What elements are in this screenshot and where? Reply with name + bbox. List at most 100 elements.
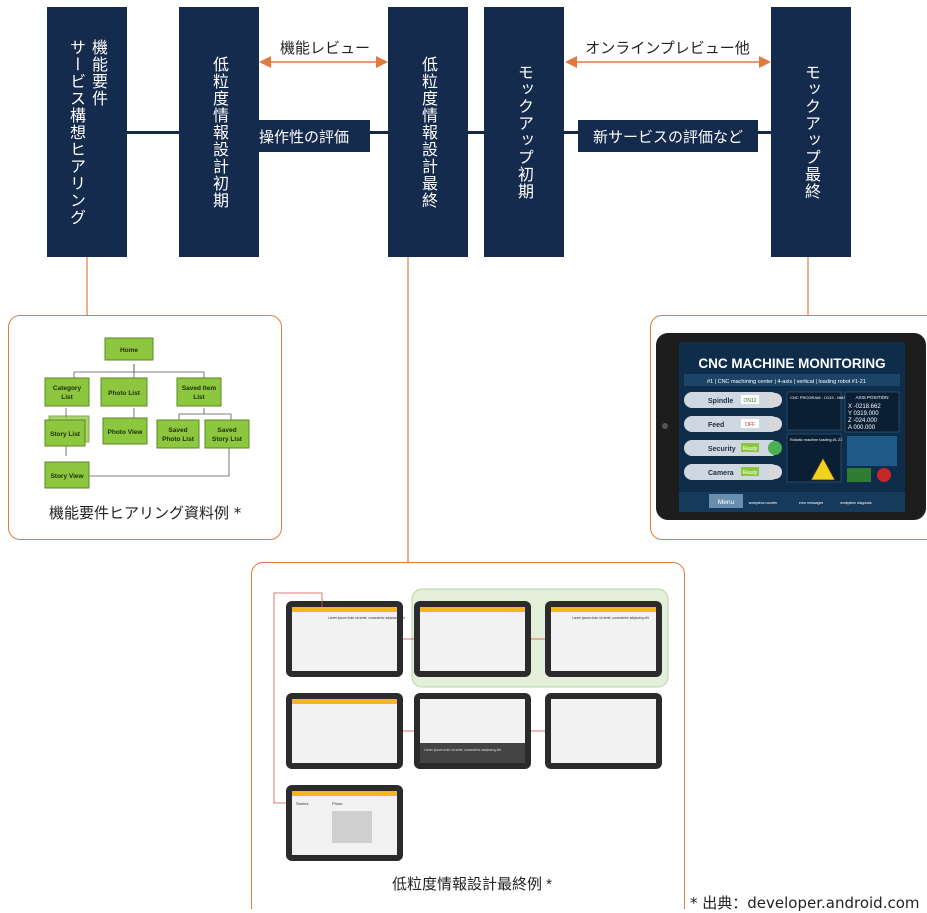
camera-label: Camera [708,470,734,477]
tablet-home-button [662,423,668,429]
spindle-knob[interactable] [768,393,782,407]
wf-photo-label: Photo [332,801,343,806]
phase-lowfi-final: 低粒度情報設計最終 [388,7,468,257]
menu-button[interactable] [709,494,743,508]
wf-tablet-table [414,601,531,677]
axis-a: A 000.000 [848,425,876,431]
message-title: Robotic machine loading #1-21 [790,438,842,442]
wf-tablet-blank [545,693,662,769]
warning-icon [810,457,836,481]
node-saved-photo-label-1: Saved [168,427,187,434]
axis-panel [844,391,900,433]
feed-badge [741,419,759,428]
cnc-tablet: CNC MACHINE MONITORING #1 | CNC machinin… [656,333,926,520]
eval-usability: 操作性の評価 [238,120,370,152]
wf-tablet-list: Lorem ipsum dolor sit amet, consectetur … [286,601,405,677]
wf-flow-lines [273,592,545,804]
node-story-view [44,461,90,489]
node-saved-item-list [176,377,222,407]
camera-preview [847,436,897,466]
program-title: CNC PROGRAM : O143 - NM170 [790,395,851,400]
feed-control[interactable] [684,416,779,432]
flowchart-caption: 機能要件ヒアリング資料例 * [49,504,242,522]
node-story-list-label: Story List [50,431,81,438]
phase-requirements: 機能要件 サービス構想ヒアリング [47,7,127,257]
node-photo-view-label: Photo View [108,429,144,436]
review-label: 機能レビュー [279,39,370,57]
security-badge-text: Ready [743,446,758,452]
node-saved-photo-label-2: Photo List [162,436,195,443]
axis-z: Z -024.000 [848,418,878,424]
node-category-label-1: Category [53,385,82,392]
phase-mockup-final-label: モックアップ最終 [802,64,821,200]
node-home-label: Home [120,347,138,354]
camera-knob[interactable] [768,465,782,479]
mockup-panel: CNC MACHINE MONITORING #1 | CNC machinin… [650,315,927,540]
wf-tablet-photo: Lorem ipsum dolor sit amet, consectetur … [414,693,531,769]
menu-label: Menu [718,499,735,506]
wf-lorem-3: Lorem ipsum dolor sit amet, consectetur … [424,748,501,752]
flowchart: Home Category List Photo List Saved Item… [44,337,250,489]
phase-mockup-initial-label: モックアップ初期 [515,64,534,200]
wf-tablet-photos-stories: Stories Photo [286,785,403,861]
node-saved-story-label-2: Story List [212,436,243,443]
wireframe-panel: Lorem ipsum dolor sit amet, consectetur … [251,562,685,909]
security-badge [741,443,759,452]
preview-label: オンラインプレビュー他 [585,39,750,57]
feed-label: Feed [708,422,724,429]
node-saved-item-label-2: List [193,394,205,401]
node-photo-list-label: Photo List [108,390,141,397]
cnc-subtitle: #1 | CNC machining center | 4-axis | ver… [707,379,866,385]
security-knob[interactable] [768,441,782,455]
camera-badge-text: Ready [743,470,758,476]
security-label: Security [708,446,736,453]
wireframes: Lorem ipsum dolor sit amet, consectetur … [273,588,669,893]
wf-tablet-detail: Lorem ipsum dolor sit amet, consectetur … [545,601,662,677]
phase-lowfi-final-label: 低粒度情報設計最終 [419,55,438,209]
status-tile-red [877,468,891,482]
flowchart-panel: Home Category List Photo List Saved Item… [8,315,282,540]
phase-requirements-label: 機能要件 サービス構想ヒアリング [67,38,108,226]
spindle-label: Spindle [708,398,733,405]
node-saved-item-label-1: Saved Item [182,385,217,392]
axis-y: Y 0319.000 [848,411,879,417]
axis-title: AXIS POSITION [855,395,888,400]
eval-new-service: 新サービスの評価など [578,120,758,152]
wf-lorem-1: Lorem ipsum dolor sit amet, consectetur … [328,616,405,620]
camera-badge [741,467,759,476]
node-saved-photo-list [156,419,200,449]
node-home [104,337,154,361]
node-story-list [44,419,86,447]
feed-knob[interactable] [768,417,782,431]
source-note: * 出典：developer.android.com [690,894,920,912]
tab-workpiece-counter[interactable]: workpiece counter [749,501,778,505]
eval-new-service-label: 新サービスの評価など [592,127,743,146]
spindle-badge-text: ON12 [743,398,756,404]
wireframe-caption: 低粒度情報設計最終例 * [392,876,552,893]
node-photo-view [102,417,148,445]
node-category-list [44,377,90,407]
axis-x: X -0218.662 [848,404,881,410]
cnc-controls: Spindle ON12 Feed OFF Security Ready Cam… [684,392,782,480]
phase-mockup-final: モックアップ最終 [771,7,851,257]
wf-lorem-2: Lorem ipsum dolor sit amet, consectetur … [572,616,649,620]
status-tile-green [847,468,871,482]
node-saved-story-label-1: Saved [217,427,236,434]
wf-tablet-grid [286,693,403,769]
wf-stories-label: Stories [296,801,308,806]
node-category-label-2: List [61,394,73,401]
eval-usability-label: 操作性の評価 [258,127,349,146]
node-saved-story-list [204,419,250,449]
cnc-title: CNC MACHINE MONITORING [698,356,885,371]
program-panel [786,391,842,431]
feed-badge-text: OFF [745,422,755,428]
node-story-view-label: Story View [50,473,84,480]
phase-mockup-initial: モックアップ初期 [484,7,564,257]
tab-workpiece-diagnosis[interactable]: workpiece diagnosis [840,501,872,505]
tab-error-messages[interactable]: error messages [799,501,824,505]
spindle-badge [741,395,759,404]
cnc-subtitle-bar [684,374,900,386]
phase-lowfi-initial-label: 低粒度情報設計初期 [210,55,229,209]
node-photo-list [100,377,148,407]
